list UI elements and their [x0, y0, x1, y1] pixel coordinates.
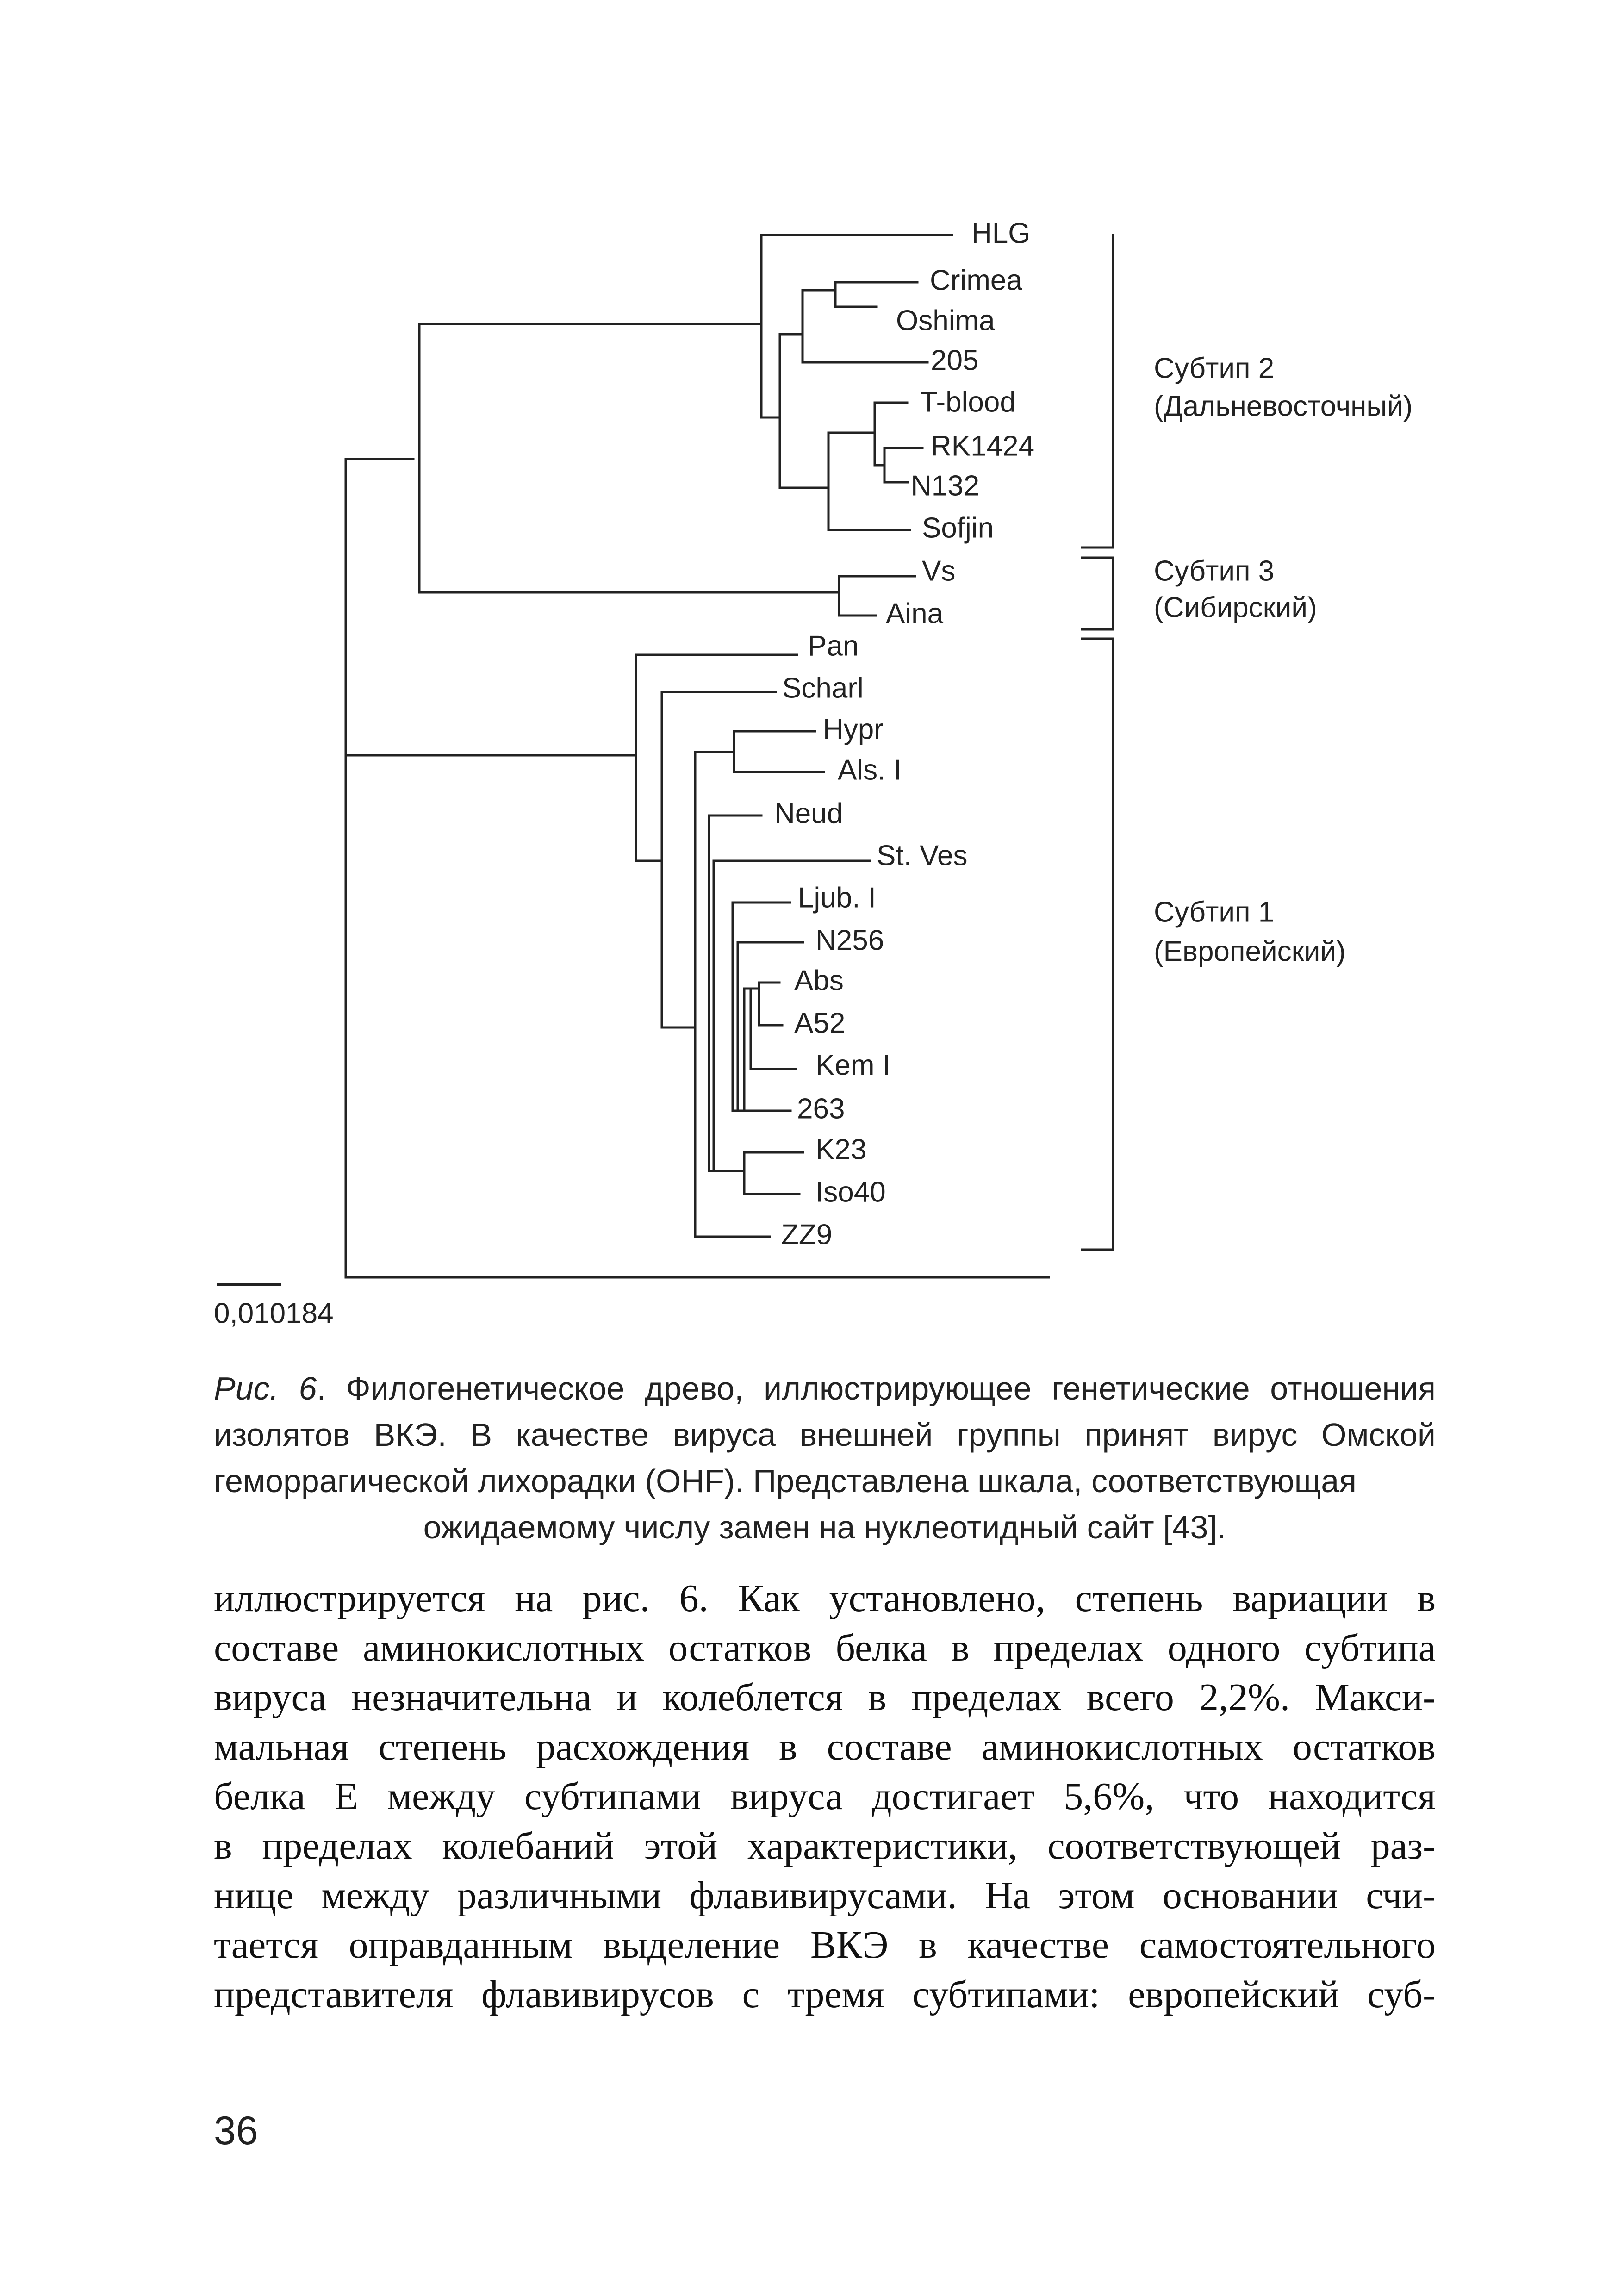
- body-line: вируса незначительна и колеблется в пред…: [214, 1676, 1436, 1719]
- subtype-3-name: Субтип 3: [1154, 555, 1274, 587]
- leaf-label: N132: [911, 470, 979, 502]
- subtype-2-region: (Дальневосточный): [1154, 390, 1413, 422]
- scale-bar: 0,010184: [214, 1283, 334, 1329]
- body-line: нице между различными флавивирусами. На …: [214, 1874, 1436, 1917]
- leaf-label: 263: [797, 1093, 845, 1125]
- tree-branches: [344, 234, 1050, 1279]
- page-number: 36: [214, 2109, 258, 2153]
- leaf-label: T-blood: [920, 386, 1016, 418]
- body-line: в пределах колебаний этой характеристики…: [214, 1824, 1436, 1867]
- subtype-1-bracket: [1081, 637, 1114, 1251]
- leaf-label: Sofjin: [922, 512, 994, 544]
- figure-caption-text: . Филогенетическое древо, иллюстрирующее…: [214, 1370, 1436, 1499]
- leaf-label: K23: [815, 1133, 866, 1165]
- body-line: белка Е между субтипами вируса достигает…: [214, 1775, 1436, 1818]
- phylogenetic-tree: HLG Crimea Oshima 205 T-blood RK1424 N13…: [214, 217, 1413, 1329]
- subtype-2-bracket: [1081, 234, 1114, 549]
- leaf-label: Vs: [922, 555, 955, 587]
- leaf-label: 205: [931, 344, 978, 376]
- body-paragraph: иллюстрируется на рис. 6. Как установлен…: [214, 1574, 1436, 2019]
- subtype-labels: Субтип 2 (Дальневосточный) Субтип 3 (Сиб…: [1154, 352, 1413, 967]
- subtype-1-region: (Европейский): [1154, 935, 1346, 967]
- leaf-label: Ljub. I: [798, 882, 876, 914]
- body-line: иллюстрируется на рис. 6. Как установлен…: [214, 1577, 1436, 1620]
- leaf-label: Pan: [808, 630, 859, 662]
- leaf-label: Iso40: [815, 1176, 886, 1208]
- figure-caption-lead: Рис. 6: [214, 1370, 317, 1406]
- leaf-label: Aina: [886, 597, 944, 629]
- body-line: составе аминокислотных остатков белка в …: [214, 1626, 1436, 1669]
- leaf-label: Scharl: [782, 672, 864, 704]
- subtype-3-bracket: [1081, 556, 1114, 631]
- leaf-label: Oshima: [896, 305, 995, 336]
- body-line: представителя флавивирусов с тремя субти…: [214, 1973, 1436, 2016]
- subtype-2-name: Субтип 2: [1154, 352, 1274, 384]
- leaf-label: Crimea: [930, 264, 1022, 296]
- leaf-label: HLG: [971, 217, 1030, 249]
- root-branch: [344, 458, 1050, 1279]
- subtype-1-name: Субтип 1: [1154, 896, 1274, 928]
- scale-bar-value: 0,010184: [214, 1297, 334, 1329]
- leaf-label: N256: [815, 924, 884, 956]
- leaf-label: Hypr: [823, 713, 884, 745]
- leaf-label: ZZ9: [781, 1219, 832, 1251]
- body-line: тается оправданным выделение ВКЭ в качес…: [214, 1923, 1436, 1966]
- leaf-label: Als. I: [838, 754, 902, 786]
- leaf-label: Neud: [774, 797, 843, 829]
- figure-caption: Рис. 6. Филогенетическое древо, иллюстри…: [214, 1365, 1436, 1550]
- body-line: мальная степень расхождения в составе ам…: [214, 1725, 1436, 1768]
- tree-leaf-labels: HLG Crimea Oshima 205 T-blood RK1424 N13…: [774, 217, 1034, 1251]
- leaf-label: A52: [794, 1007, 845, 1039]
- leaf-label: RK1424: [931, 430, 1034, 462]
- figure-caption-last-line: ожидаемому числу замен на нуклеотидный с…: [423, 1509, 1226, 1545]
- leaf-label: Kem I: [815, 1049, 890, 1081]
- subtype-brackets: [1081, 234, 1114, 1251]
- leaf-label: Abs: [794, 964, 844, 996]
- subtype-3-region: (Сибирский): [1154, 591, 1317, 623]
- leaf-label: St. Ves: [877, 840, 967, 871]
